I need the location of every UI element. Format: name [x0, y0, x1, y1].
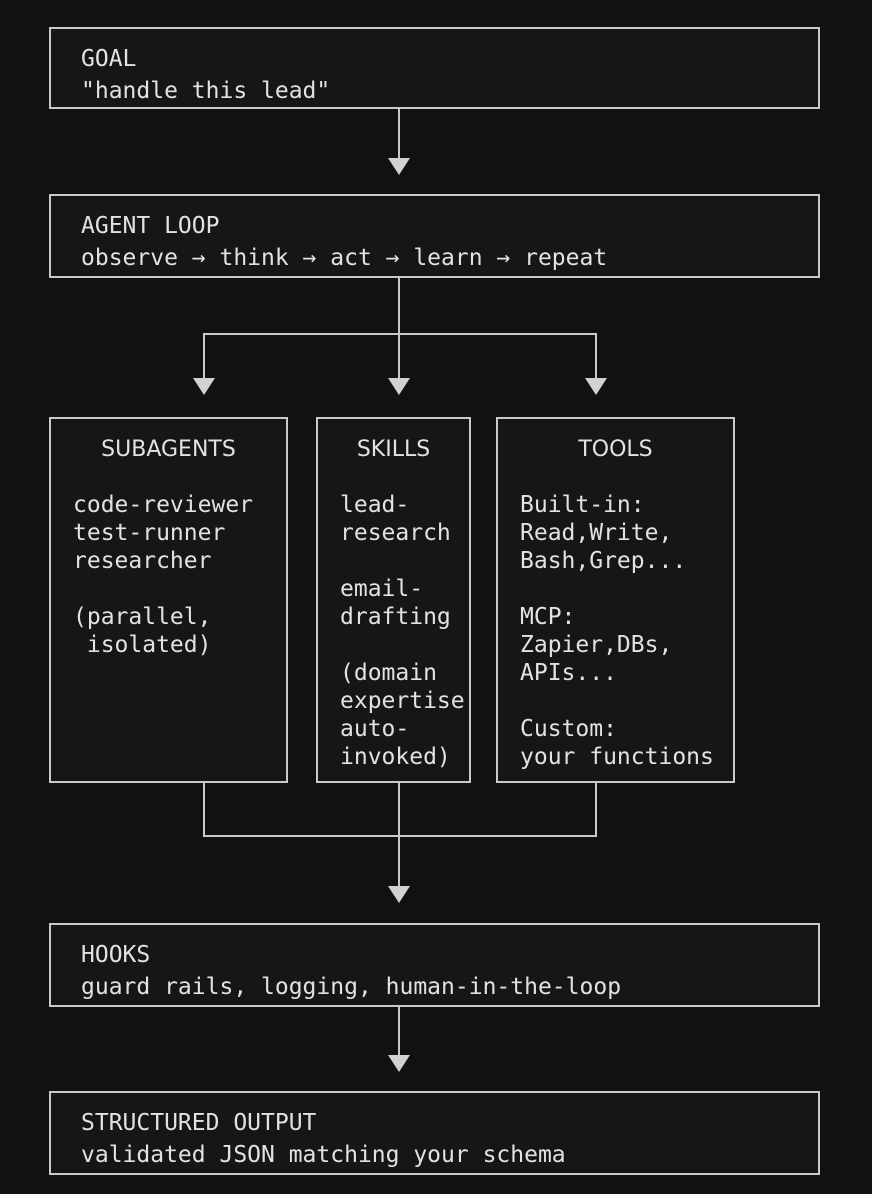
connector-fanin-bar — [203, 835, 597, 837]
arrowhead-to-tools — [585, 378, 607, 395]
connector-loop-stem — [398, 278, 400, 335]
connector-drop-tools — [595, 333, 597, 378]
goal-title: GOAL — [81, 46, 137, 72]
arrowhead-to-hooks — [388, 886, 410, 903]
arrowhead-to-subagents — [193, 378, 215, 395]
connector-rise-skills — [398, 783, 400, 836]
skills-body: lead- research email- drafting (domain e… — [340, 492, 465, 770]
arrowhead-to-output — [388, 1055, 410, 1072]
connector-hooks-to-output — [398, 1007, 400, 1055]
arrowhead-to-skills — [388, 378, 410, 395]
hooks-title: HOOKS — [81, 942, 151, 968]
agent-loop-detail: observe → think → act → learn → repeat — [81, 245, 608, 271]
skills-heading: SKILLS — [356, 437, 431, 462]
subagents-box: SUBAGENTS code-reviewer test-runner rese… — [49, 417, 288, 783]
hooks-box: HOOKS guard rails, logging, human-in-the… — [49, 923, 820, 1007]
connector-fanout-bar — [203, 333, 597, 335]
hooks-detail: guard rails, logging, human-in-the-loop — [81, 974, 622, 1000]
structured-output-title: STRUCTURED OUTPUT — [81, 1110, 317, 1136]
arrowhead-goal-to-loop — [388, 158, 410, 175]
connector-goal-to-loop — [398, 109, 400, 158]
connector-drop-skills — [398, 333, 400, 378]
connector-rise-subagents — [203, 783, 205, 836]
goal-box: GOAL "handle this lead" — [49, 27, 820, 109]
subagents-body: code-reviewer test-runner researcher (pa… — [73, 492, 254, 658]
agent-loop-box: AGENT LOOP observe → think → act → learn… — [49, 194, 820, 278]
skills-box: SKILLS lead- research email- drafting (d… — [316, 417, 471, 783]
structured-output-box: STRUCTURED OUTPUT validated JSON matchin… — [49, 1091, 820, 1175]
subagents-heading: SUBAGENTS — [101, 437, 236, 462]
tools-body: Built-in: Read,Write, Bash,Grep... MCP: … — [520, 492, 714, 770]
tools-heading: TOOLS — [578, 437, 653, 462]
agent-loop-title: AGENT LOOP — [81, 213, 220, 239]
structured-output-detail: validated JSON matching your schema — [81, 1142, 566, 1168]
tools-box: TOOLS Built-in: Read,Write, Bash,Grep...… — [496, 417, 735, 783]
goal-detail: "handle this lead" — [81, 78, 331, 104]
connector-fanin-stem — [398, 835, 400, 886]
connector-drop-subagents — [203, 333, 205, 378]
connector-rise-tools — [595, 783, 597, 836]
